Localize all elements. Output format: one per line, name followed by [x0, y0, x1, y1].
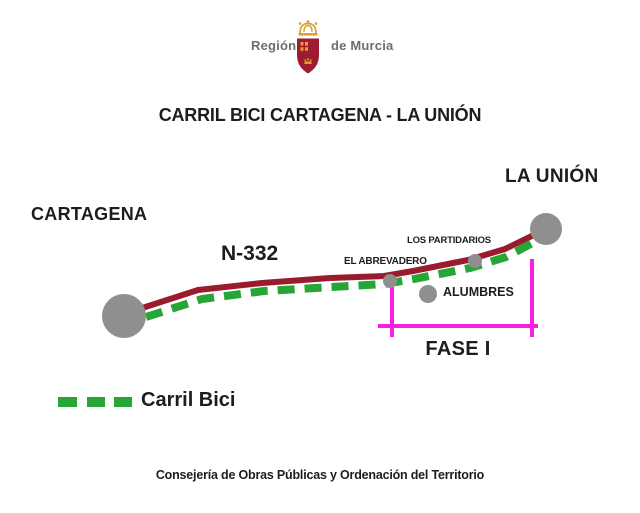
- legend-bike-path-swatch: [58, 397, 132, 407]
- city-label-cartagena: CARTAGENA: [31, 204, 148, 224]
- road-n332-line: [133, 227, 547, 313]
- node-el-abrevadero: [383, 274, 397, 288]
- legend-label: Carril Bici: [141, 389, 236, 411]
- stop-label-el-abrevadero: EL ABREVADERO: [344, 256, 427, 267]
- node-alumbres: [419, 285, 437, 303]
- stop-label-los-partidarios: LOS PARTIDARIOS: [407, 235, 491, 246]
- logo-murcia-text: de Murcia: [331, 38, 394, 53]
- city-label-la-union: LA UNIÓN: [505, 166, 599, 187]
- node-cartagena: [102, 294, 146, 338]
- crown-icon: [298, 20, 318, 36]
- road-label-n332: N-332: [221, 242, 279, 265]
- fase-1-bracket: [378, 259, 538, 337]
- stop-label-alumbres: ALUMBRES: [443, 285, 514, 299]
- shield-icon: [297, 38, 319, 74]
- logo-region-text: Región: [251, 38, 297, 53]
- node-los-partidarios: [468, 254, 482, 268]
- bike-path-line: [144, 235, 542, 321]
- node-la-union: [530, 213, 562, 245]
- murcia-coat-of-arms-icon: [297, 20, 319, 74]
- phase-label: FASE I: [425, 338, 491, 360]
- footer-department-text: Consejería de Obras Públicas y Ordenació…: [155, 468, 485, 482]
- page-title: CARRIL BICI CARTAGENA - LA UNIÓN: [158, 105, 482, 125]
